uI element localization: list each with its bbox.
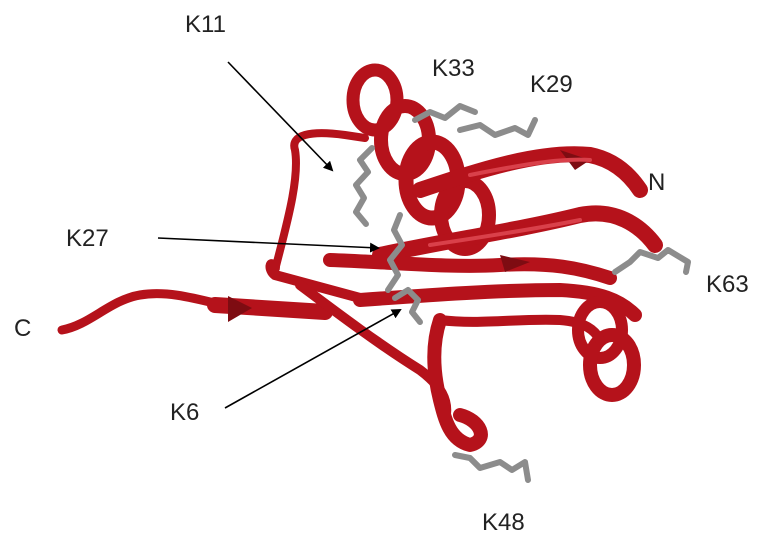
label-k11: K11 (185, 11, 226, 38)
alpha-helix-right (578, 302, 634, 395)
lysine-k11-sidechain (356, 148, 372, 224)
label-k33: K33 (432, 55, 475, 82)
label-k6: K6 (170, 399, 199, 426)
lower-loop (434, 320, 481, 445)
label-c-terminus: C (14, 315, 31, 342)
label-n-terminus: N (648, 169, 665, 196)
label-k29: K29 (530, 71, 573, 98)
label-k48: K48 (482, 509, 525, 536)
beta-strand-3 (330, 260, 610, 278)
protein-ribbon (62, 70, 655, 445)
arrow-k27 (158, 238, 378, 248)
label-k63: K63 (706, 271, 749, 298)
helix-right-turn-2 (590, 335, 634, 395)
pointer-arrows (158, 62, 400, 408)
alpha-helix-main (353, 70, 489, 249)
left-loop (275, 133, 365, 270)
arrow-k11 (228, 62, 332, 170)
labels: K11 K33 K29 N K27 K63 C K6 K48 (14, 11, 749, 536)
lysine-k63-sidechain (615, 250, 688, 272)
lysine-k48-sidechain (455, 455, 528, 480)
lysine-k29-sidechain (460, 120, 535, 135)
label-k27: K27 (66, 225, 109, 252)
arrow-k6 (225, 310, 400, 408)
